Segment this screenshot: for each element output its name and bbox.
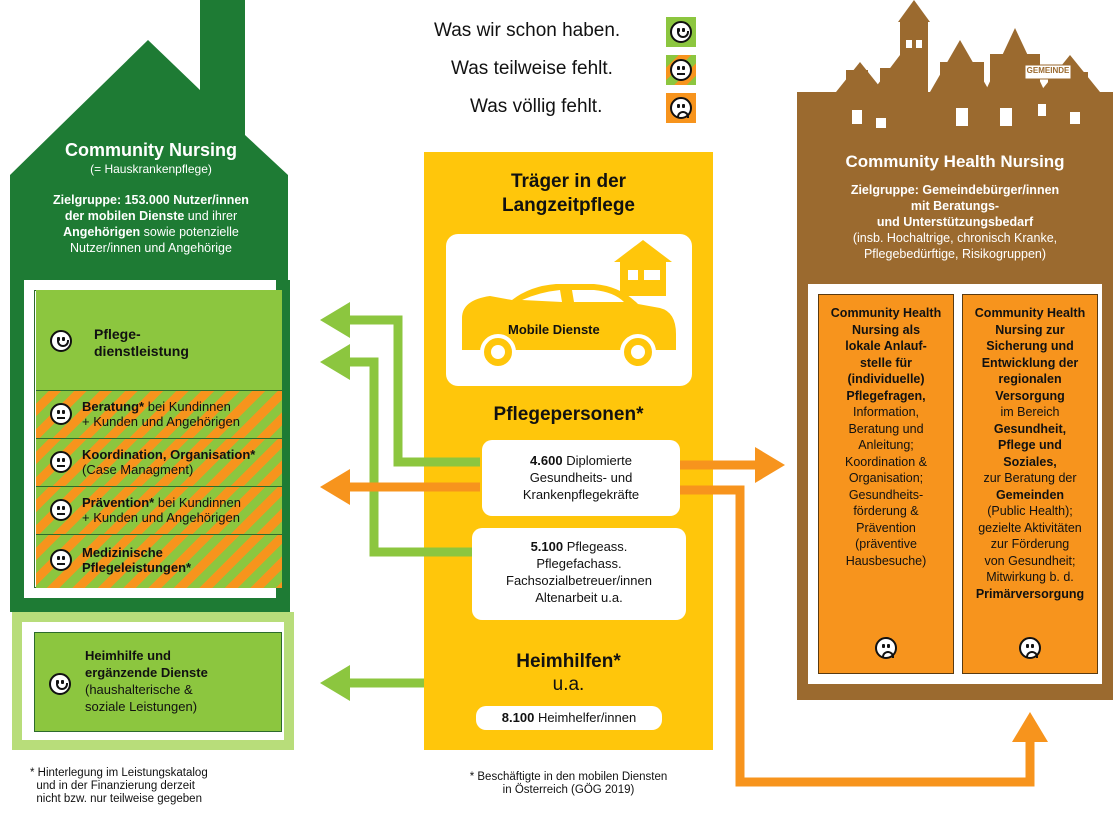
legend-missing-label: Was völlig fehlt. (470, 96, 603, 117)
sad-face-icon (670, 97, 692, 119)
orange-arrowheads (320, 447, 1048, 742)
legend-have-swatch (666, 17, 696, 47)
car-label: Mobile Dienste (508, 322, 600, 337)
service-koordination: Koordination, Organisation*(Case Managme… (36, 438, 282, 486)
pflegepersonen-title: Pflegepersonen* (493, 404, 644, 425)
legend-have-label: Was wir schon haben. (434, 20, 621, 41)
green-arrows (345, 315, 480, 688)
community-nursing-title: Community Nursing (64, 140, 237, 160)
gemeinde-sign-label: GEMEINDE (1026, 66, 1070, 75)
legend-partial-label: Was teilweise fehlt. (451, 58, 613, 79)
community-health-nursing-title: Community Health Nursing (845, 152, 1065, 171)
left-footnote: * Hinterlegung im Leistungskatalog und i… (30, 767, 208, 805)
car-icon (462, 284, 676, 370)
orange-arrows (345, 460, 1035, 787)
heimhelfer-box: 8.100 Heimhelfer/innen (476, 706, 662, 730)
neutral-face-icon (670, 59, 692, 81)
neutral-face-icon (50, 499, 72, 521)
left-target-group: Zielgruppe: 153.000 Nutzer/innen der mob… (53, 193, 249, 255)
neutral-face-icon (50, 403, 72, 425)
neutral-face-icon (50, 549, 72, 571)
pflege-box-assistenz: 5.100 Pflegeass.Pflegefachass.Fachsozial… (472, 528, 686, 620)
sad-face-icon (875, 637, 897, 659)
village-windows (852, 40, 1080, 128)
service-praevention: Prävention* bei Kundinnen+ Kunden und An… (36, 486, 282, 534)
green-arrowheads (320, 302, 350, 701)
legend-missing-swatch (666, 93, 696, 123)
service-pflegedienstleistung: Pflege-dienstleistung (36, 290, 282, 390)
legend-partial-swatch (666, 55, 696, 85)
heimhilfen-title: Heimhilfen*u.a. (516, 651, 621, 695)
happy-face-icon (49, 673, 71, 695)
sad-face-icon (1019, 637, 1041, 659)
happy-face-icon (50, 330, 72, 352)
gemeinde-sign (1024, 64, 1072, 80)
happy-face-icon (670, 21, 692, 43)
neutral-face-icon (50, 451, 72, 473)
small-house-icon (614, 240, 672, 296)
community-nursing-subtitle: (= Hauskrankenpflege) (90, 162, 212, 176)
service-beratung: Beratung* bei Kundinnen+ Kunden und Ange… (36, 390, 282, 438)
